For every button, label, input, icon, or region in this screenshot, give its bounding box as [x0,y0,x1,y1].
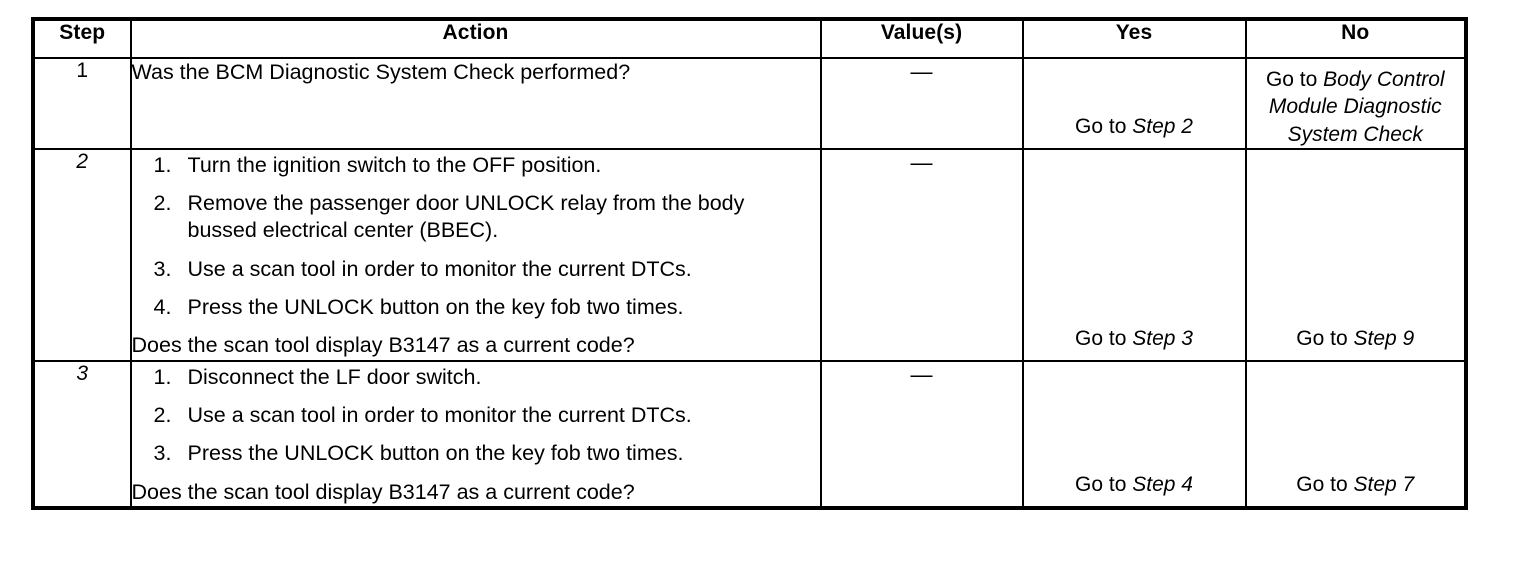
value-cell: — [819,147,1024,362]
step-number-cell: 1 [32,57,132,150]
goto-reference[interactable]: Step 3 [1132,326,1193,350]
table-row: 3 Disconnect the LF door switch. Use a sca… [32,359,1467,509]
column-header-value: Value(s) [819,18,1024,59]
step-number-cell: 2 [32,147,132,362]
action-step-item: Turn the ignition switch to the OFF posi… [154,152,602,180]
step-number: 1 [76,59,89,82]
no-branch-cell: Go to Body Control Module Diagnostic Sys… [1244,57,1467,150]
column-header-action: Action [129,18,822,59]
table-row: 1 Was the BCM Diagnostic System Check per… [32,57,1467,150]
goto-reference[interactable]: Step 2 [1132,114,1193,138]
value-cell: — [819,57,1024,150]
goto-label: Go to [1296,326,1354,350]
goto-label: Go to [1296,472,1354,496]
column-header-no: No [1244,18,1467,59]
column-header-step: Step [32,18,132,59]
goto-reference[interactable]: Step 9 [1353,326,1415,350]
yes-branch-cell: Go to Step 3 [1021,147,1247,362]
action-cell: Was the BCM Diagnostic System Check perf… [129,57,822,150]
action-cell: Disconnect the LF door switch. Use a scan… [129,359,822,509]
action-cell: Turn the ignition switch to the OFF posi… [129,147,822,362]
yes-branch-cell: Go to Step 4 [1021,359,1247,509]
table-body: 1 Was the BCM Diagnostic System Check per… [32,57,1467,509]
table-row: 2 Turn the ignition switch to the OFF pos… [32,147,1467,362]
header-row: Step Action Value(s) Yes No [32,18,1467,59]
action-step-list: Disconnect the LF door switch. Use a scan… [132,364,820,468]
step-number: 3 [76,361,89,385]
action-step-item: Remove the passenger door UNLOCK relay f… [154,190,745,243]
goto-label: Go to [1075,326,1133,350]
goto-reference[interactable]: Step 4 [1132,472,1193,496]
action-step-item: Press the UNLOCK button on the key fob t… [154,294,684,322]
no-branch-cell: Go to Step 9 [1244,147,1467,362]
action-step-item: Use a scan tool in order to monitor the … [154,256,692,284]
no-branch-cell: Go to Step 7 [1244,359,1467,509]
yes-branch-cell: Go to Step 2 [1021,57,1247,150]
action-question: Does the scan tool display B3147 as a cu… [131,479,635,504]
action-step-item: Use a scan tool in order to monitor the … [154,402,692,430]
action-step-list: Turn the ignition switch to the OFF posi… [132,152,820,322]
value-cell: — [819,359,1024,509]
goto-reference[interactable]: Step 7 [1353,472,1415,496]
step-number-cell: 3 [32,359,132,509]
action-question: Was the BCM Diagnostic System Check perf… [131,60,631,84]
goto-reference[interactable]: Body Control Module Diagnostic System Ch… [1268,68,1445,146]
column-header-yes: Yes [1021,18,1247,59]
step-number: 2 [76,149,89,173]
action-question: Does the scan tool display B3147 as a cu… [131,333,635,358]
diagnostic-procedure-table: Step Action Value(s) Yes No 1 Was the BCM… [31,17,1468,510]
table-header: Step Action Value(s) Yes No [32,18,1467,59]
goto-label: Go to [1075,472,1133,496]
goto-label: Go to [1265,68,1324,91]
action-step-item: Disconnect the LF door switch. [154,364,482,392]
action-step-item: Press the UNLOCK button on the key fob t… [154,440,684,468]
goto-label: Go to [1075,114,1133,138]
